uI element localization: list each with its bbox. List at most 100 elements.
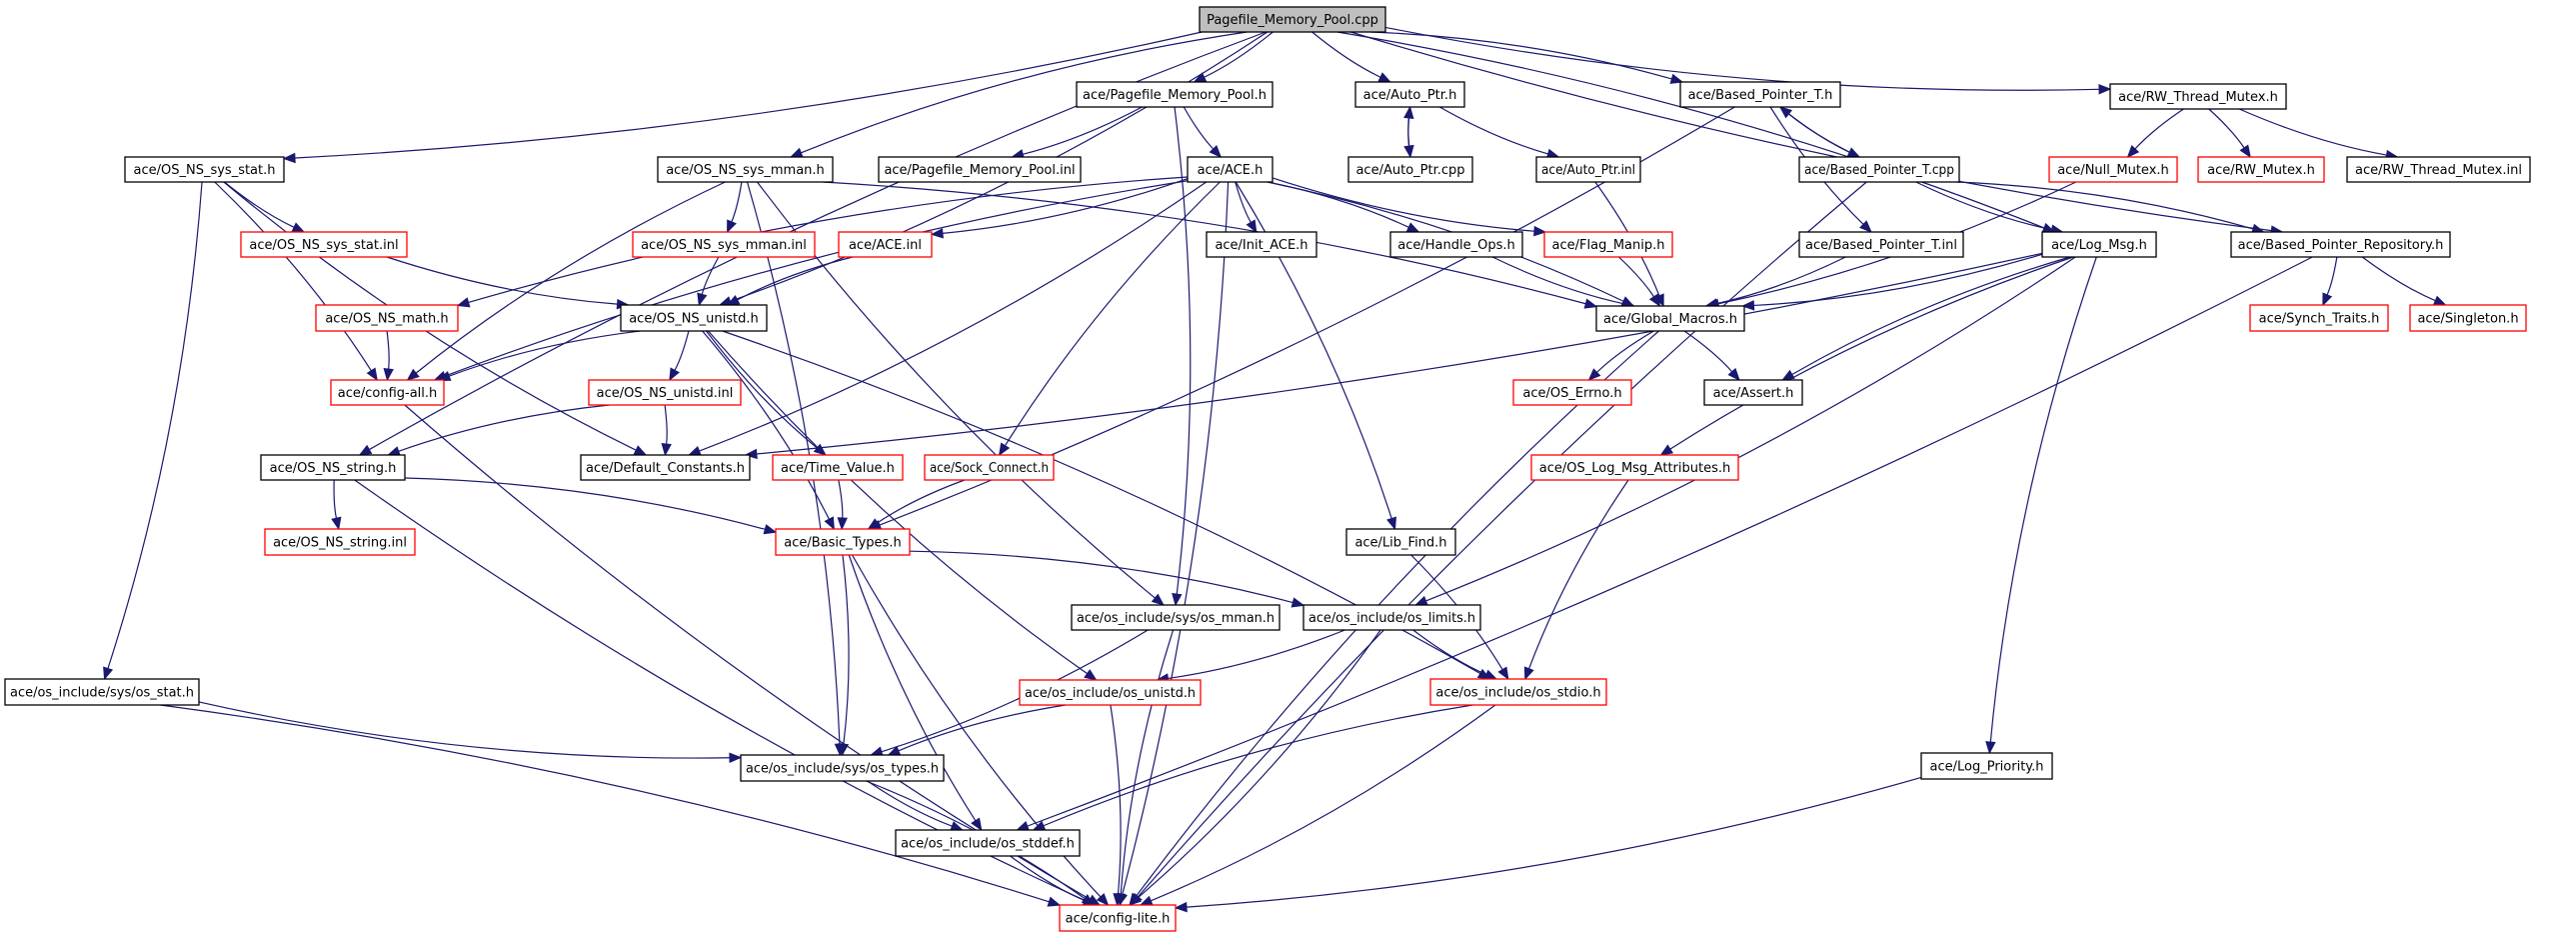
arrowhead-icon bbox=[1209, 145, 1223, 158]
arrowhead-icon bbox=[1377, 72, 1392, 83]
edge-line bbox=[1596, 330, 1654, 373]
node-os-ns-sys-stat-inl[interactable]: ace/OS_NS_sys_stat.inl bbox=[240, 231, 408, 258]
edge-auto-ptr-h-to-auto-ptr-inl bbox=[1438, 106, 1560, 159]
edge-pagefile-memory-pool-h-to-ace-h bbox=[1183, 106, 1223, 158]
node-os-include-sys-os-stat-h[interactable]: ace/os_include/sys/os_stat.h bbox=[4, 678, 200, 706]
node-os-errno-h[interactable]: ace/OS_Errno.h bbox=[1512, 379, 1632, 406]
node-box bbox=[620, 304, 768, 332]
edge-log-msg-h-to-default-constants-h bbox=[744, 252, 2043, 460]
node-config-all-h[interactable]: ace/config-all.h bbox=[330, 379, 445, 406]
node-basic-types-h[interactable]: ace/Basic_Types.h bbox=[775, 528, 911, 556]
edge-line bbox=[1122, 181, 1230, 895]
node-rw-thread-mutex-inl[interactable]: ace/RW_Thread_Mutex.inl bbox=[2346, 156, 2531, 183]
node-label: ace/OS_NS_sys_stat.inl bbox=[249, 238, 398, 253]
arrowhead-icon bbox=[744, 448, 758, 460]
edge-line bbox=[1137, 629, 1381, 899]
node-os-log-msg-attributes-h[interactable]: ace/OS_Log_Msg_Attributes.h bbox=[1530, 454, 1739, 481]
edge-based-pointer-t-cpp-to-config-lite-h bbox=[1130, 181, 1867, 906]
arrowhead-icon bbox=[282, 152, 296, 164]
edge-line bbox=[1010, 855, 1086, 902]
node-rw-thread-mutex-h[interactable]: ace/RW_Thread_Mutex.h bbox=[2109, 83, 2287, 110]
node-os-include-sys-os-types-h[interactable]: ace/os_include/sys/os_types.h bbox=[740, 754, 945, 782]
node-log-priority-h[interactable]: ace/Log_Priority.h bbox=[1920, 752, 2053, 780]
arrowhead-icon bbox=[1413, 595, 1428, 606]
node-label: ace/RW_Thread_Mutex.h bbox=[2118, 90, 2278, 105]
edge-os-ns-sys-mman-h-to-os-ns-sys-mman-inl bbox=[727, 181, 743, 234]
node-ace-inl[interactable]: ace/ACE.inl bbox=[838, 231, 933, 258]
edge-os-include-sys-os-stat-h-to-config-lite-h bbox=[160, 704, 1062, 907]
node-box bbox=[1703, 379, 1803, 406]
node-box bbox=[240, 231, 408, 258]
arrowhead-icon bbox=[789, 147, 804, 158]
node-flag-manip-h[interactable]: ace/Flag_Manip.h bbox=[1543, 231, 1673, 258]
node-pagefile-memory-pool-inl[interactable]: ace/Pagefile_Memory_Pool.inl bbox=[878, 156, 1082, 183]
node-lib-find-h[interactable]: ace/Lib_Find.h bbox=[1345, 528, 1456, 556]
node-box bbox=[1199, 6, 1386, 33]
node-os-ns-sys-stat-h[interactable]: ace/OS_NS_sys_stat.h bbox=[124, 156, 285, 183]
edge-line bbox=[664, 404, 668, 445]
node-pagefile-memory-pool-h[interactable]: ace/Pagefile_Memory_Pool.h bbox=[1076, 81, 1274, 108]
edge-line bbox=[699, 181, 1208, 452]
node-null-mutex-h[interactable]: ace/Null_Mutex.h bbox=[2048, 156, 2178, 183]
edge-os-ns-math-h-to-config-all-h bbox=[383, 330, 394, 382]
edge-line bbox=[1183, 106, 1215, 150]
node-os-ns-math-h[interactable]: ace/OS_NS_math.h bbox=[315, 304, 459, 332]
arrowhead-icon bbox=[1778, 106, 1793, 119]
node-box bbox=[2409, 304, 2527, 332]
edge-time-value-h-to-basic-types-h bbox=[837, 479, 848, 531]
node-singleton-h[interactable]: ace/Singleton.h bbox=[2409, 304, 2527, 332]
node-based-pointer-repository-h[interactable]: ace/Based_Pointer_Repository.h bbox=[2230, 231, 2451, 258]
edge-line bbox=[1791, 256, 2070, 376]
node-box bbox=[1059, 904, 1177, 932]
node-box bbox=[1920, 752, 2053, 780]
node-os-include-os-stddef-h[interactable]: ace/os_include/os_stddef.h bbox=[895, 829, 1081, 857]
node-auto-ptr-inl[interactable]: ace/Auto_Ptr.inl bbox=[1535, 156, 1641, 183]
node-global-macros-h[interactable]: ace/Global_Macros.h bbox=[1595, 305, 1745, 332]
node-os-include-sys-os-mman-h[interactable]: ace/os_include/sys/os_mman.h bbox=[1071, 604, 1281, 631]
node-ace-h[interactable]: ace/ACE.h bbox=[1187, 156, 1274, 183]
node-based-pointer-t-cpp[interactable]: ace/Based_Pointer_T.cpp bbox=[1798, 156, 1960, 183]
node-based-pointer-t-inl[interactable]: ace/Based_Pointer_T.inl bbox=[1798, 231, 1964, 258]
arrowhead-icon bbox=[837, 517, 848, 531]
node-os-include-os-unistd-h[interactable]: ace/os_include/os_unistd.h bbox=[1019, 679, 1202, 706]
arrowhead-icon bbox=[867, 518, 882, 530]
edge-line bbox=[838, 479, 844, 519]
edge-line bbox=[444, 180, 1189, 377]
node-based-pointer-t-h[interactable]: ace/Based_Pointer_T.h bbox=[1679, 81, 1841, 108]
edge-ace-h-to-init-ace-h bbox=[1235, 181, 1258, 234]
edge-pagefile-memory-pool-cpp-to-rw-thread-mutex-h bbox=[1384, 26, 2112, 95]
edge-line bbox=[701, 256, 720, 295]
arrowhead-icon bbox=[1386, 516, 1397, 531]
node-rw-mutex-h[interactable]: ace/RW_Mutex.h bbox=[2197, 156, 2325, 183]
arrowhead-icon bbox=[456, 297, 471, 308]
edge-ace-h-to-flag-manip-h bbox=[1272, 177, 1547, 237]
node-os-ns-sys-mman-h[interactable]: ace/OS_NS_sys_mman.h bbox=[657, 156, 834, 183]
node-time-value-h[interactable]: ace/Time_Value.h bbox=[772, 454, 904, 481]
edge-line bbox=[801, 31, 1248, 154]
node-init-ace-h[interactable]: ace/Init_ACE.h bbox=[1206, 231, 1317, 258]
node-synch-traits-h[interactable]: ace/Synch_Traits.h bbox=[2249, 304, 2389, 332]
node-os-include-os-stdio-h[interactable]: ace/os_include/os_stdio.h bbox=[1429, 678, 1607, 706]
node-log-msg-h[interactable]: ace/Log_Msg.h bbox=[2041, 231, 2157, 258]
node-os-ns-unistd-h[interactable]: ace/OS_NS_unistd.h bbox=[620, 304, 768, 332]
edge-line bbox=[1138, 181, 1867, 898]
edge-line bbox=[386, 330, 390, 370]
arrowhead-icon bbox=[1405, 222, 1420, 233]
node-handle-ops-h[interactable]: ace/Handle_Ops.h bbox=[1389, 231, 1523, 258]
node-auto-ptr-h[interactable]: ace/Auto_Ptr.h bbox=[1354, 81, 1465, 108]
node-os-ns-sys-mman-inl[interactable]: ace/OS_NS_sys_mman.inl bbox=[632, 231, 816, 258]
node-os-ns-string-h[interactable]: ace/OS_NS_string.h bbox=[260, 454, 406, 481]
edge-basic-types-h-to-os-include-os-stddef-h bbox=[848, 554, 983, 832]
node-config-lite-h[interactable]: ace/config-lite.h bbox=[1059, 904, 1177, 932]
edge-line bbox=[706, 330, 818, 449]
arrowhead-icon bbox=[661, 442, 672, 457]
node-default-constants-h[interactable]: ace/Default_Constants.h bbox=[580, 454, 751, 481]
node-os-include-os-limits-h[interactable]: ace/os_include/os_limits.h bbox=[1302, 604, 1481, 631]
node-os-ns-string-inl[interactable]: ace/OS_NS_string.inl bbox=[264, 528, 416, 556]
node-sock-connect-h[interactable]: ace/Sock_Connect.h bbox=[924, 454, 1055, 481]
node-assert-h[interactable]: ace/Assert.h bbox=[1703, 379, 1803, 406]
node-os-ns-unistd-inl[interactable]: ace/OS_NS_unistd.inl bbox=[588, 379, 742, 406]
node-box bbox=[1347, 156, 1473, 183]
node-auto-ptr-cpp[interactable]: ace/Auto_Ptr.cpp bbox=[1347, 156, 1473, 183]
edge-auto-ptr-cpp-to-auto-ptr-h bbox=[1403, 105, 1414, 158]
